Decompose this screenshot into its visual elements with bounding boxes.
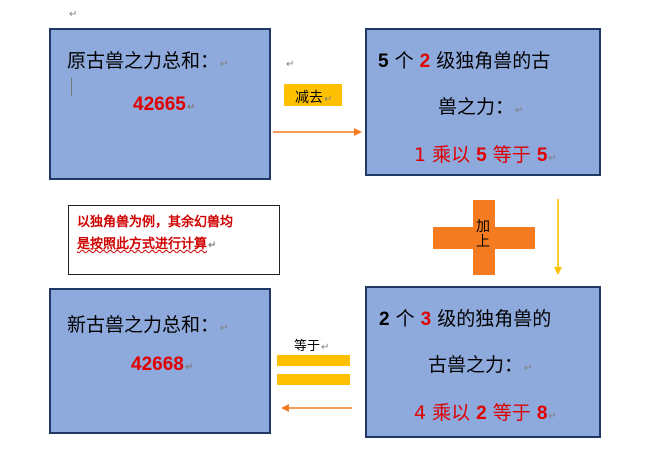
plus-operator-vertical (473, 200, 495, 275)
original-total-box: 原古兽之力总和：↵ 42665↵ (49, 28, 271, 180)
minus-operator-label: 减去 (295, 90, 323, 106)
calculation-note: 以独角兽为例，其余幻兽均 是按照此方式进行计算↵ (68, 205, 280, 275)
arrow-right-top (273, 128, 362, 136)
plus-operator-label-1: 加 (476, 219, 490, 235)
text-cursor (71, 78, 72, 96)
note-line-1: 以独角兽为例，其余幻兽均 (77, 215, 234, 230)
equals-bar-top (277, 355, 350, 366)
equals-bar-bottom (277, 374, 350, 385)
level2-unicorn-box: 5 个 2 级独角兽的古 兽之力：↵ 1 乘以 5 等于 5↵ (365, 28, 601, 176)
level3-equation: 4 乘以 2 等于 8↵ (414, 402, 557, 424)
minus-operator-box (284, 84, 342, 106)
new-total-title: 新古兽之力总和： (67, 314, 220, 336)
equals-operator-label: 等于 (294, 339, 321, 354)
paragraph-mark: ↵ (286, 59, 295, 70)
original-total-title: 原古兽之力总和： (67, 50, 220, 72)
new-total-box: 新古兽之力总和：↵ 42668↵ (49, 288, 271, 434)
note-line-2: 是按照此方式进行计算↵ (77, 237, 217, 252)
original-total-value: 42665 (133, 94, 186, 115)
new-total-value: 42668 (131, 354, 184, 375)
level3-label: 古兽之力： (428, 354, 524, 376)
level3-unicorn-box: 2 个 3 级的独角兽的 古兽之力：↵ 4 乘以 2 等于 8↵ (365, 286, 601, 438)
arrow-down-right (554, 199, 562, 275)
level2-label: 兽之力： (438, 96, 515, 118)
plus-operator-label-2: 上 (476, 234, 490, 250)
arrow-left-bottom (281, 404, 352, 412)
level2-equation: 1 乘以 5 等于 5↵ (414, 144, 557, 166)
paragraph-mark: ↵ (69, 9, 78, 20)
